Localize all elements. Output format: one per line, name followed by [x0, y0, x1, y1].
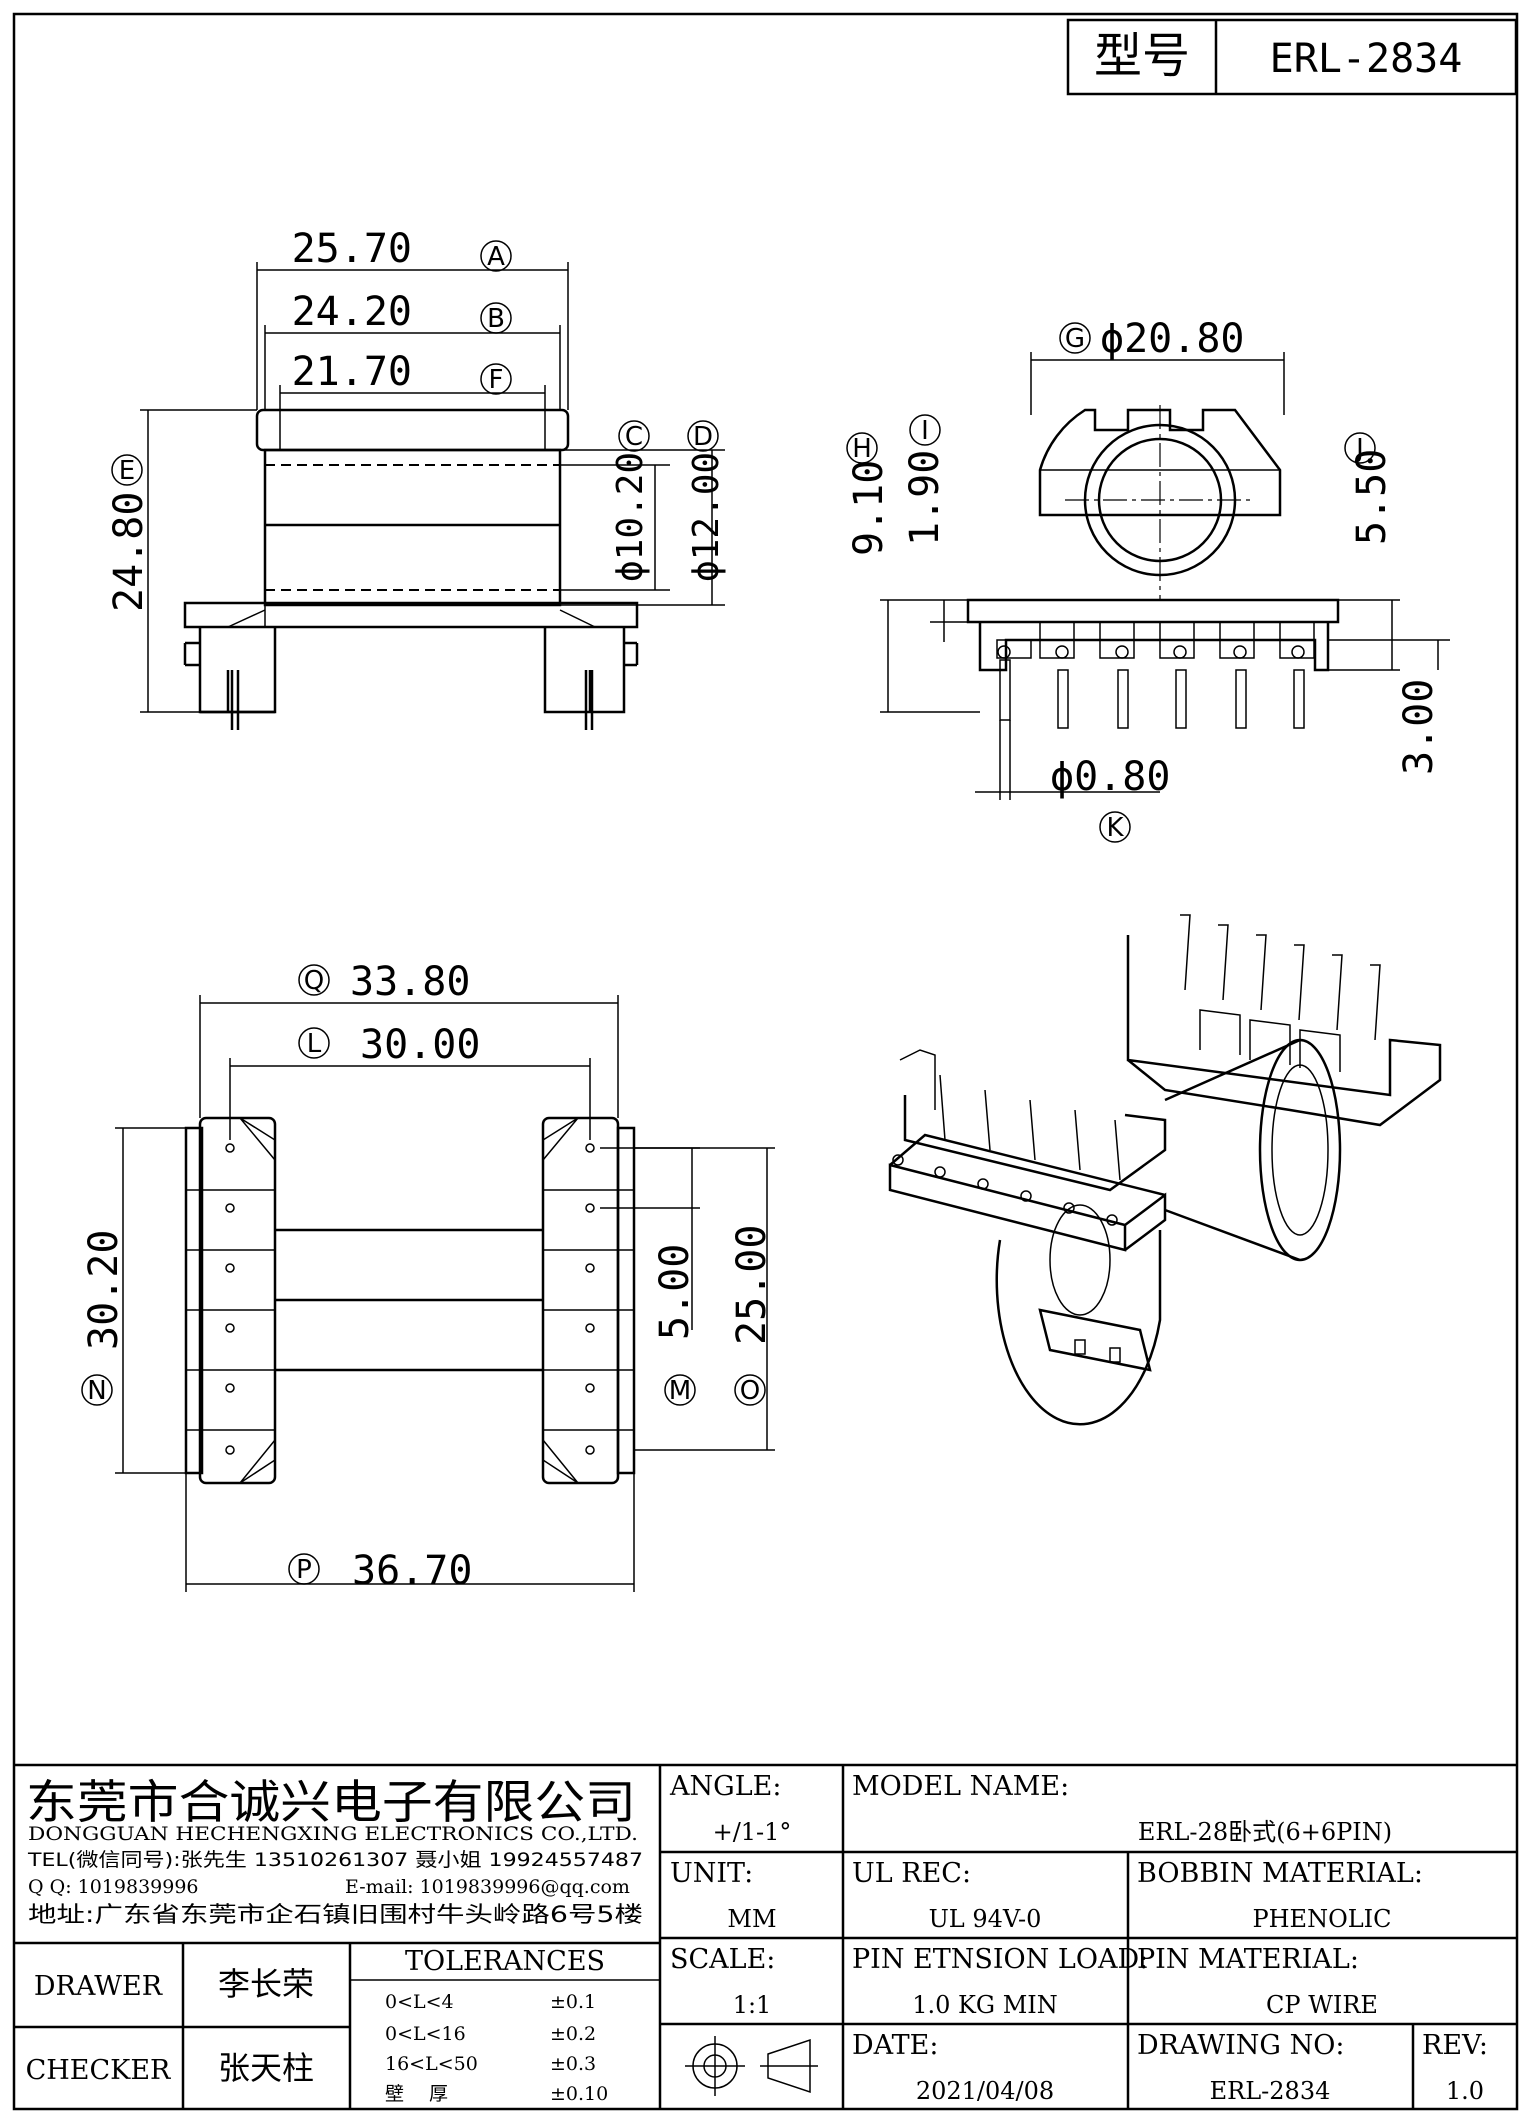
drawer-name: 李长荣	[218, 1965, 314, 2003]
dim-O-letter: O	[740, 1376, 760, 1406]
model-name-value: ERL-28卧式(6+6PIN)	[1138, 1818, 1392, 1846]
date-label: DATE:	[852, 2030, 938, 2061]
tolerance-value-4: ±0.10	[550, 2083, 608, 2105]
dim-Q-letter: Q	[304, 966, 324, 996]
dim-K-value: ϕ0.80	[1050, 754, 1170, 800]
dim-A-value: 25.70	[292, 226, 412, 272]
dim-H-letter: H	[852, 434, 872, 464]
model-value: ERL-2834	[1270, 36, 1463, 82]
dim-J2-value: 3.00	[1396, 679, 1442, 775]
drawer-label: DRAWER	[34, 1971, 163, 2002]
side-pin-row	[996, 622, 1315, 659]
dim-G-letter: G	[1065, 324, 1085, 354]
dim-D-value: ϕ12.00	[686, 452, 727, 582]
dim-E-value: 24.80	[106, 492, 152, 612]
scale-label: SCALE:	[670, 1944, 775, 1975]
pin-material-value: CP WIRE	[1266, 1991, 1378, 2019]
pin-tension-value: 1.0 KG MIN	[912, 1991, 1058, 2019]
dim-Q-value: 33.80	[350, 959, 470, 1005]
tolerance-value-3: ±0.3	[550, 2053, 596, 2075]
checker-name: 张天柱	[218, 2049, 314, 2087]
title-block: 东莞市合诚兴电子有限公司 DONGGUAN HECHENGXING ELECTR…	[14, 1763, 1517, 2109]
top-view-pads-right	[542, 1117, 634, 1484]
dim-L-letter: L	[307, 1029, 322, 1059]
company-name-en: DONGGUAN HECHENGXING ELECTRONICS CO.,LTD…	[28, 1823, 638, 1845]
company-email: E-mail: 1019839996@qq.com	[345, 1876, 630, 1898]
dim-N-letter: N	[87, 1376, 106, 1406]
isometric-view	[888, 914, 1442, 1426]
tolerance-value-2: ±0.2	[550, 2023, 596, 2045]
dim-C-value: ϕ10.20	[610, 452, 651, 582]
company-qq: Q Q: 1019839996	[28, 1876, 199, 1898]
pin-tension-label: PIN ETNSION LOAD:	[852, 1944, 1148, 1975]
tolerance-range-3: 16<L<50	[385, 2053, 478, 2075]
side-view: G ϕ20.80 H 9.10 I 1.90 J 5.50 3.00 ϕ0.80…	[846, 316, 1450, 843]
front-view: 25.70 A 24.20 B 21.70 F C ϕ10.20 D ϕ12.0…	[106, 226, 727, 730]
dim-J-letter: J	[1354, 434, 1364, 464]
checker-label: CHECKER	[26, 2055, 171, 2086]
dim-P-letter: P	[296, 1555, 312, 1585]
dim-E-letter: E	[119, 456, 135, 486]
top-view-pads-left	[186, 1117, 276, 1484]
drawing-no-label: DRAWING NO:	[1137, 2030, 1344, 2061]
unit-value: MM	[727, 1905, 776, 1933]
bobbin-material-label: BOBBIN MATERIAL:	[1137, 1858, 1423, 1889]
dim-D-letter: D	[693, 422, 713, 452]
scale-value: 1:1	[733, 1991, 772, 2019]
model-label: 型号	[1094, 28, 1190, 84]
company-name-cn: 东莞市合诚兴电子有限公司	[26, 1775, 636, 1829]
dim-L-value: 30.00	[360, 1022, 480, 1068]
dim-P-value: 36.70	[352, 1548, 472, 1594]
dim-M-letter: M	[669, 1376, 691, 1406]
drawing-no-value: ERL-2834	[1210, 2077, 1331, 2105]
dim-I-value: 1.90	[902, 450, 948, 546]
dim-I-letter: I	[921, 416, 929, 446]
angle-value: +/1-1°	[713, 1818, 792, 1846]
iso-front-pins	[892, 1049, 1121, 1226]
dim-C-letter: C	[625, 422, 643, 452]
company-address: 地址:广东省东莞市企石镇旧围村牛头岭路6号5楼	[28, 1903, 643, 1928]
company-tel: TEL(微信同号):张先生 13510261307 聂小姐 1992455748…	[27, 1849, 643, 1871]
bobbin-material-value: PHENOLIC	[1252, 1905, 1391, 1933]
unit-label: UNIT:	[670, 1858, 753, 1889]
dim-J-value: 5.50	[1349, 449, 1395, 545]
tolerances-label: TOLERANCES	[405, 1946, 605, 1977]
dim-M-value: 5.00	[652, 1244, 698, 1340]
side-pins	[999, 659, 1305, 729]
dim-B-letter: B	[487, 304, 505, 334]
top-view: Q 33.80 L 30.00 N 30.20 M 5.00 O 25.00	[81, 959, 775, 1594]
angle-label: ANGLE:	[669, 1771, 781, 1802]
model-header: 型号 ERL-2834	[1066, 18, 1518, 96]
model-name-label: MODEL NAME:	[852, 1771, 1069, 1802]
dim-K-letter: K	[1106, 813, 1124, 843]
pin-material-label: PIN MATERIAL:	[1137, 1944, 1359, 1975]
projection-symbol-icon	[685, 2036, 818, 2096]
ul-rec-label: UL REC:	[852, 1858, 971, 1889]
rev-label: REV:	[1422, 2030, 1488, 2061]
rev-value: 1.0	[1446, 2077, 1484, 2105]
dim-H-value: 9.10	[846, 460, 892, 556]
tolerance-range-1: 0<L<4	[385, 1991, 454, 2013]
date-value: 2021/04/08	[916, 2077, 1054, 2105]
dim-F-value: 21.70	[292, 349, 412, 395]
dim-N-value: 30.20	[81, 1230, 127, 1350]
tolerance-value-1: ±0.1	[550, 1991, 596, 2013]
tolerance-range-2: 0<L<16	[385, 2023, 466, 2045]
dim-B-value: 24.20	[292, 289, 412, 335]
sheet-border	[12, 12, 1519, 2111]
dim-G-value: ϕ20.80	[1100, 316, 1245, 362]
tolerance-range-4: 壁 厚	[385, 2083, 448, 2105]
dim-A-letter: A	[487, 242, 505, 272]
dim-O-value: 25.00	[729, 1225, 775, 1345]
ul-rec-value: UL 94V-0	[929, 1905, 1042, 1933]
dim-F-letter: F	[489, 365, 504, 395]
